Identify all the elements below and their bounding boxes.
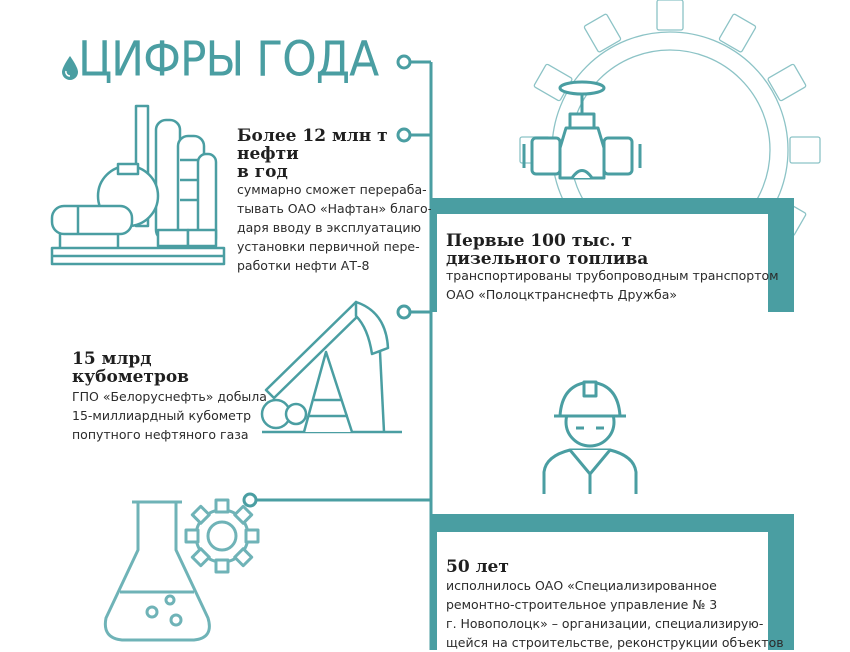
fact-3-body: ГПО «Белоруснефть» добыла 15-миллиардный… [72, 389, 267, 442]
page-title: ЦИФРЫ ГОДА [78, 31, 379, 88]
fact-2-body: транспортированы трубопроводным транспор… [446, 268, 779, 302]
pipeline-valve-icon [522, 80, 642, 180]
fact-5-card [437, 532, 768, 650]
lab-flask-gear-icon [103, 498, 260, 642]
fact-1-body: суммарно сможет перераба- тывать ОАО «На… [237, 182, 433, 273]
fact-3-heading: 15 млрд кубометров [72, 349, 189, 387]
oil-pump-jack-icon [260, 300, 402, 434]
timeline-node [242, 492, 258, 508]
refinery-icon [50, 104, 226, 266]
timeline-node [396, 304, 412, 320]
fact-1-heading: Более 12 млн т нефти в год [237, 126, 388, 182]
worker-hardhat-icon [542, 380, 638, 494]
fact-2-card [437, 214, 768, 312]
timeline-node [396, 127, 412, 143]
fact-5-heading: 50 лет [446, 557, 509, 577]
oil-drop-icon [62, 56, 78, 80]
timeline-node [396, 54, 412, 70]
fact-2-heading: Первые 100 тыс. т дизельного топлива [446, 231, 649, 269]
fact-5-body: исполнилось ОАО «Специализированное ремо… [446, 578, 784, 650]
